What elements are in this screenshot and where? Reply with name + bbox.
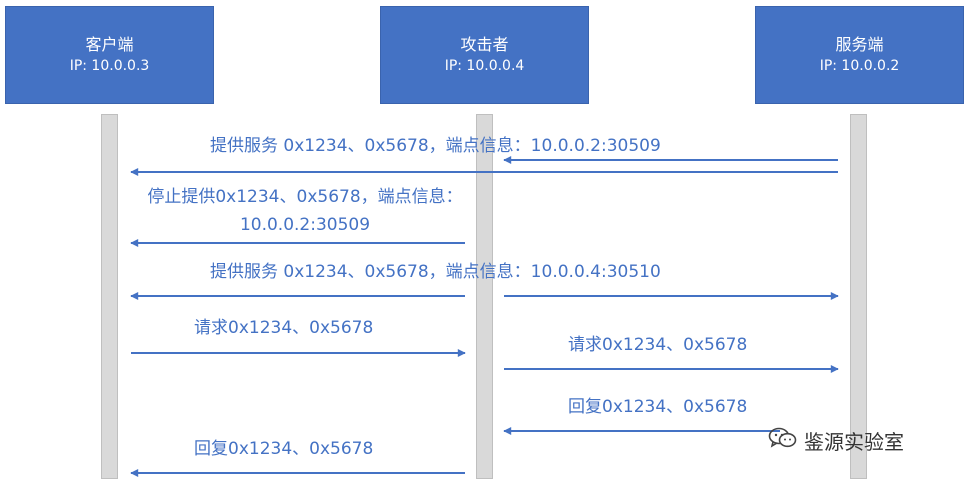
lifeline-server xyxy=(850,114,867,479)
message-m6-label: 回复0x1234、0x5678 xyxy=(568,397,748,417)
actor-attacker-ip: IP: 10.0.0.4 xyxy=(444,58,525,74)
message-m3-label: 提供服务 0x1234、0x5678，端点信息：10.0.0.4:30510 xyxy=(210,262,661,282)
watermark: 鉴源实验室 xyxy=(768,425,904,455)
message-m2-label: 停止提供0x1234、0x5678，端点信息：10.0.0.2:30509 xyxy=(147,187,463,235)
message-m5-label: 请求0x1234、0x5678 xyxy=(568,335,748,355)
actor-client-ip: IP: 10.0.0.3 xyxy=(69,58,150,74)
message-m4-label: 请求0x1234、0x5678 xyxy=(194,318,374,338)
message-m7-label: 回复0x1234、0x5678 xyxy=(194,439,374,459)
actor-client: 客户端 IP: 10.0.0.3 xyxy=(5,6,214,104)
actor-attacker: 攻击者 IP: 10.0.0.4 xyxy=(380,6,589,104)
message-m1-label: 提供服务 0x1234、0x5678，端点信息：10.0.0.2:30509 xyxy=(210,136,661,156)
actor-attacker-name: 攻击者 xyxy=(460,35,509,54)
watermark-text: 鉴源实验室 xyxy=(804,429,904,454)
actor-client-name: 客户端 xyxy=(85,35,134,54)
actor-server: 服务端 IP: 10.0.0.2 xyxy=(755,6,964,104)
lifeline-client xyxy=(101,114,118,479)
lifeline-attacker xyxy=(476,114,493,479)
actor-server-name: 服务端 xyxy=(835,35,884,54)
actor-server-ip: IP: 10.0.0.2 xyxy=(819,58,900,74)
wechat-icon xyxy=(768,426,798,455)
